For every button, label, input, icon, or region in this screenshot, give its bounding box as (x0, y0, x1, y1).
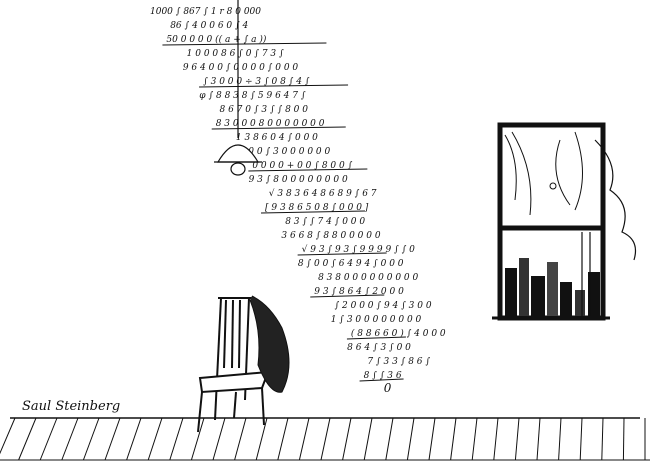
equation-rule (162, 42, 327, 46)
curtain (504, 131, 583, 216)
floorboard-seam (514, 417, 520, 461)
curtain-blowing (594, 139, 637, 261)
equation-line: 8 ∫ ∫ 3 6 (364, 371, 402, 381)
floorboard-seam (190, 417, 205, 461)
floorboard-seam (255, 417, 268, 461)
floorboard-seam (126, 417, 142, 461)
floorboard-seam (536, 417, 541, 461)
equation-line: 0 0 0 0 + 0 0 ∫ 8 0 0 ∫ (252, 161, 352, 171)
chair (197, 295, 290, 433)
equation-line: [ 9 3 8 6 5 0 8 ∫ 0 0 0 ] (265, 203, 369, 213)
equation-line: ( 8 8 6 6 0 ) ∫ 4 0 0 0 (351, 328, 446, 339)
floorboard-seam (39, 417, 58, 461)
floorboard-seam (212, 417, 226, 461)
equation-rule (211, 126, 346, 130)
floorboard-seam (428, 417, 436, 461)
equation-line: 1000 ∫ 867 ∫ 1 r 8 0 000 (150, 7, 261, 17)
floorboard-seam (104, 417, 121, 461)
floorboard-seam (61, 417, 79, 461)
equation-rule (346, 336, 406, 340)
coat-on-chair (249, 295, 290, 393)
equation-line: 1 ∫ 3 0 0 0 0 0 0 0 0 (331, 315, 422, 325)
light-bulb (230, 162, 246, 176)
fire-escape (581, 232, 591, 316)
equation-line: 9 3 ∫ 8 6 4 ∫ 2 0 0 0 (314, 287, 404, 297)
floorboard-seam (558, 417, 562, 461)
floorboard-seam (342, 417, 352, 461)
pendant-lamp (214, 0, 262, 176)
equations-on-wall: 1000 ∫ 867 ∫ 1 r 8 0 000 86 ∫ 4 0 0 6 0 ∫… (150, 7, 446, 395)
equation-line: 86 ∫ 4 0 0 6 0 ∫ 4 (170, 21, 248, 31)
floorboards (0, 417, 650, 461)
city-skyline (505, 258, 600, 316)
equation-line: √ 9 3 ∫ 9 3 ∫ 9 9 9 9 ∫ ∫ 0 (302, 244, 415, 255)
equation-line: 9 3 ∫ 8 0 0 0 0 0 0 0 0 (249, 175, 348, 185)
floorboard-seam (169, 417, 184, 461)
equation-line: 50 0 0 0 0 (( a + ∫ a )) (166, 34, 266, 45)
equation-line: √ 3 8 3 6 4 8 6 8 9 ∫ 6 7 (269, 188, 377, 199)
floorboard-seam (298, 417, 310, 461)
equation-line: 0 (384, 381, 392, 395)
equation-rule (260, 210, 366, 214)
floorboard-seam (234, 417, 247, 461)
floorboard-seam (622, 417, 625, 461)
equation-line: 8 ∫ 0 0 ∫ 3 0 0 0 0 0 0 (232, 147, 330, 157)
equation-line: 8 6 7 0 ∫ 3 ∫ ∫ 8 0 0 (220, 105, 309, 115)
equation-line: ∫ 3 0 0 0 ÷ 3 ∫ 0 8 ∫ 4 ∫ (203, 77, 310, 87)
artist-signature: Saul Steinberg (22, 399, 120, 414)
floorboard-seam (18, 417, 37, 461)
floorboard-seam (320, 417, 331, 461)
equation-rule (248, 168, 368, 172)
equation-line: 1 3 8 6 0 4 ∫ 0 0 0 (236, 133, 318, 143)
floorboard-seam (450, 417, 457, 461)
equation-line: 1 0 0 0 8 6 ∫ 0 ∫ 7 3 ∫ (187, 49, 284, 59)
floorboard-seam (601, 417, 604, 461)
window (492, 122, 637, 321)
floorboard-seam (579, 417, 583, 461)
equation-line: 8 6 4 ∫ 3 ∫ 0 0 (347, 343, 411, 353)
equation-line: φ ∫ 8 8 3 8 ∫ 5 9 6 4 7 ∫ (199, 91, 306, 101)
equation-line: 8 3 8 0 0 0 0 0 0 0 0 0 (318, 273, 418, 283)
equation-line: 8 3 0 0 0 8 0 0 0 0 0 0 0 (216, 119, 325, 129)
floorboard-seam (147, 417, 163, 461)
equation-line: 9 6 4 0 0 ∫ 0 0 0 0 ∫ 0 0 0 (183, 63, 299, 73)
equation-line: 3 6 6 8 ∫ 8 8 0 0 0 0 0 (281, 231, 380, 241)
floorboard-seam (82, 417, 100, 461)
floorboard-seam (471, 417, 478, 461)
window-latch (549, 182, 557, 190)
equation-line: ∫ 2 0 0 0 ∫ 9 4 ∫ 3 0 0 (335, 301, 432, 311)
equation-line: 8 3 ∫ ∫ 7 4 ∫ 0 0 0 (285, 217, 365, 227)
floorboard-seam (0, 417, 16, 455)
floorboard-seam (277, 417, 289, 461)
equation-line: 7 ∫ 3 3 ∫ 8 6 ∫ (367, 357, 430, 367)
floorboard-seam (385, 417, 394, 461)
equation-rule (297, 252, 387, 256)
floorboard-seam (406, 417, 415, 461)
equation-rule (359, 378, 404, 382)
equation-line: 8 ∫ 0 0 ∫ 6 4 9 4 ∫ 0 0 0 (298, 259, 404, 269)
floorboard-seam (363, 417, 373, 461)
equation-rule (310, 294, 385, 298)
equation-rule (199, 84, 349, 88)
floorboard-seam (493, 417, 499, 461)
